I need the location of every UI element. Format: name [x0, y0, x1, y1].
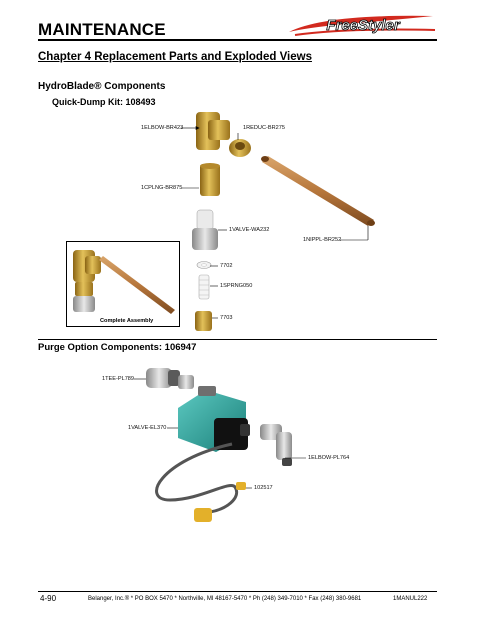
part-label-valve-el370: 1VALVE-EL370 — [128, 425, 167, 431]
page-number: 4-90 — [40, 594, 57, 603]
section-divider — [38, 339, 437, 340]
part-label-reduc-br275: 1REDUC-BR275 — [243, 125, 285, 131]
chapter-title: Chapter 4 Replacement Parts and Exploded… — [38, 51, 312, 63]
reducer-br275-part — [229, 139, 251, 157]
part-label-sprng050: 1SPRNG050 — [220, 283, 253, 289]
part-label-valve-wa232: 1VALVE-WA232 — [229, 227, 270, 233]
manual-code: 1MANUL222 — [393, 596, 428, 602]
valve-el370-part — [178, 386, 250, 452]
footer-address: Belanger, Inc.® * PO BOX 5470 * Northvil… — [88, 596, 362, 602]
fitting-7703-part — [195, 311, 212, 331]
coupling-br875-part — [200, 163, 220, 196]
part-label-nippl-br252: 1NIPPL-BR252 — [303, 237, 342, 243]
part-label-7703: 7703 — [220, 315, 233, 321]
freestyler-logo: FreeStyler — [285, 12, 437, 38]
header-rule — [38, 39, 437, 41]
elbow-br423-part — [196, 112, 230, 150]
cable-102517-part — [155, 442, 246, 522]
complete-assembly-label: Complete Assembly — [100, 318, 154, 324]
washer-7702-part — [196, 261, 212, 269]
part-label-elbow-pl764: 1ELBOW-PL764 — [308, 455, 350, 461]
part-label-102517: 102517 — [254, 485, 273, 491]
logo-text: FreeStyler — [326, 17, 401, 34]
part-label-tee-pl789: 1TEE-PL789 — [102, 376, 135, 382]
nipple-br252-part — [261, 156, 375, 226]
part-label-7702: 7702 — [220, 263, 233, 269]
tee-pl789-part — [146, 368, 194, 389]
leader-lines — [181, 126, 369, 319]
complete-assembly-box — [66, 241, 180, 327]
purge-title: Purge Option Components: 106947 — [38, 342, 197, 353]
section-title: HydroBlade® Components — [38, 81, 166, 92]
complete-assembly-illustration — [73, 250, 175, 314]
spring-sprng050-part — [198, 274, 210, 300]
purge-leader-lines — [134, 378, 306, 489]
part-label-cplng-br875: 1CPLNG-BR875 — [141, 185, 183, 191]
page-title: MAINTENANCE — [38, 20, 166, 39]
valve-wa232-part — [192, 209, 218, 250]
part-label-elbow-br423: 1ELBOW-BR423 — [141, 125, 184, 131]
elbow-pl764-part — [260, 424, 292, 466]
quick-dump-title: Quick-Dump Kit: 108493 — [52, 97, 156, 107]
footer-rule — [38, 591, 437, 592]
